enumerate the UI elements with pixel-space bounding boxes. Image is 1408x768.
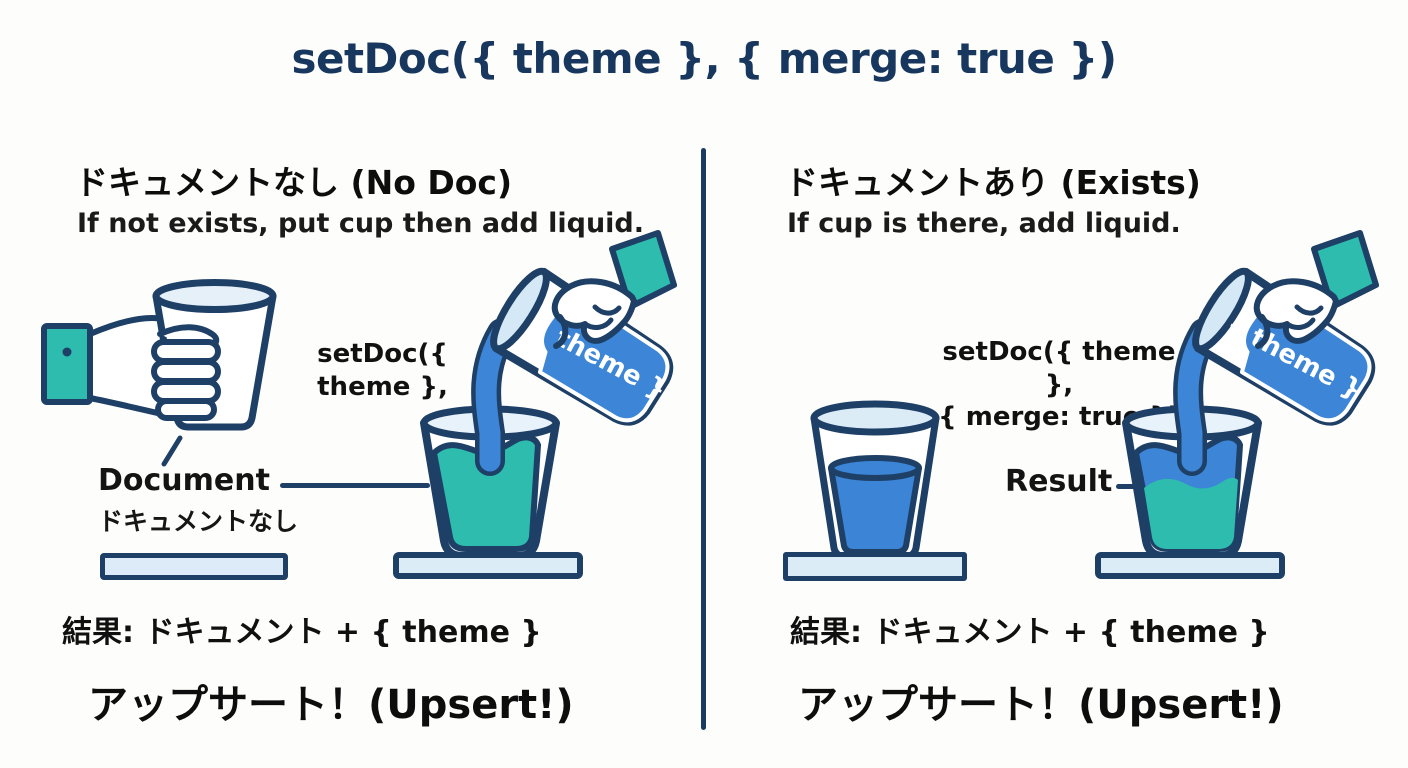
pitcher-spout	[1192, 267, 1252, 353]
existing-liquid-surface	[828, 455, 922, 481]
coaster	[1095, 552, 1285, 579]
right-panel-heading: ドキュメントあり (Exists)	[785, 163, 1201, 202]
merged-liquid-teal	[1144, 477, 1238, 549]
finger-line	[1284, 317, 1316, 330]
pitcher	[1192, 267, 1376, 426]
finger	[155, 398, 217, 421]
document-label: Document	[98, 463, 270, 498]
right-panel-subtitle: If cup is there, add liquid.	[787, 208, 1181, 239]
curled-finger	[553, 314, 569, 349]
left-code-annotation: setDoc({ theme },	[317, 339, 448, 402]
empty-document-slot	[100, 553, 288, 580]
result-label: Result	[1005, 464, 1113, 499]
sleeve-cuff	[41, 323, 93, 405]
hand-holding-empty-cup-illustration	[41, 279, 277, 467]
panel-divider	[701, 148, 706, 730]
pitcher	[490, 267, 674, 426]
left-panel-subtitle: If not exists, put cup then add liquid.	[77, 208, 644, 239]
pointer-line	[161, 435, 183, 467]
coaster	[393, 552, 583, 579]
right-pour-scene-illustration: { theme }	[1095, 230, 1379, 579]
finger-line	[582, 317, 614, 330]
document-sublabel: ドキュメントなし	[98, 507, 299, 536]
result-connector-dash	[1116, 484, 1138, 489]
finger	[151, 359, 221, 384]
empty-cup-rim	[152, 279, 277, 313]
diagram-title: setDoc({ theme }, { merge: true })	[291, 34, 1117, 83]
left-upsert-text: アップサート！(Upsert!)	[88, 682, 574, 728]
existing-cup-rim	[810, 400, 940, 436]
cuff-button	[62, 347, 72, 357]
right-result-text: 結果: ドキュメント + { theme }	[790, 615, 1270, 650]
finger-line	[592, 304, 622, 316]
left-pour-scene-illustration: { theme }	[393, 230, 677, 579]
document-connector-line	[280, 483, 430, 488]
pitcher-spout	[490, 267, 550, 353]
finger	[151, 339, 221, 364]
right-upsert-text: アップサート！(Upsert!)	[798, 682, 1284, 728]
left-result-text: 結果: ドキュメント + { theme }	[62, 615, 542, 650]
curled-finger	[1255, 314, 1271, 349]
left-panel-heading: ドキュメントなし (No Doc)	[75, 163, 513, 202]
finger-line	[1294, 304, 1324, 316]
coaster	[783, 552, 967, 581]
